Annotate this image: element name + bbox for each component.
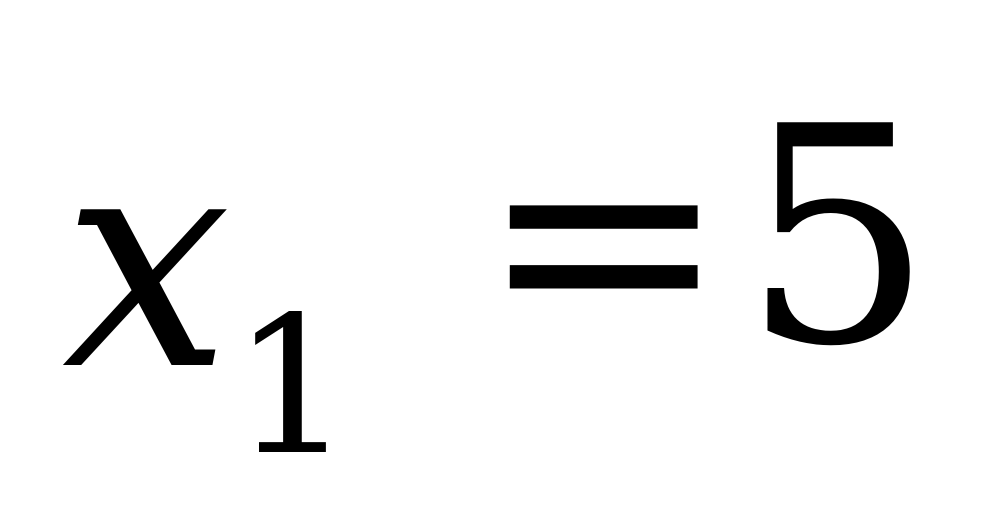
equation-subscript: 1 xyxy=(232,276,353,497)
equation-variable: x xyxy=(62,87,232,436)
equation-value: 5 xyxy=(742,63,933,412)
equals-sign: = xyxy=(478,63,730,412)
